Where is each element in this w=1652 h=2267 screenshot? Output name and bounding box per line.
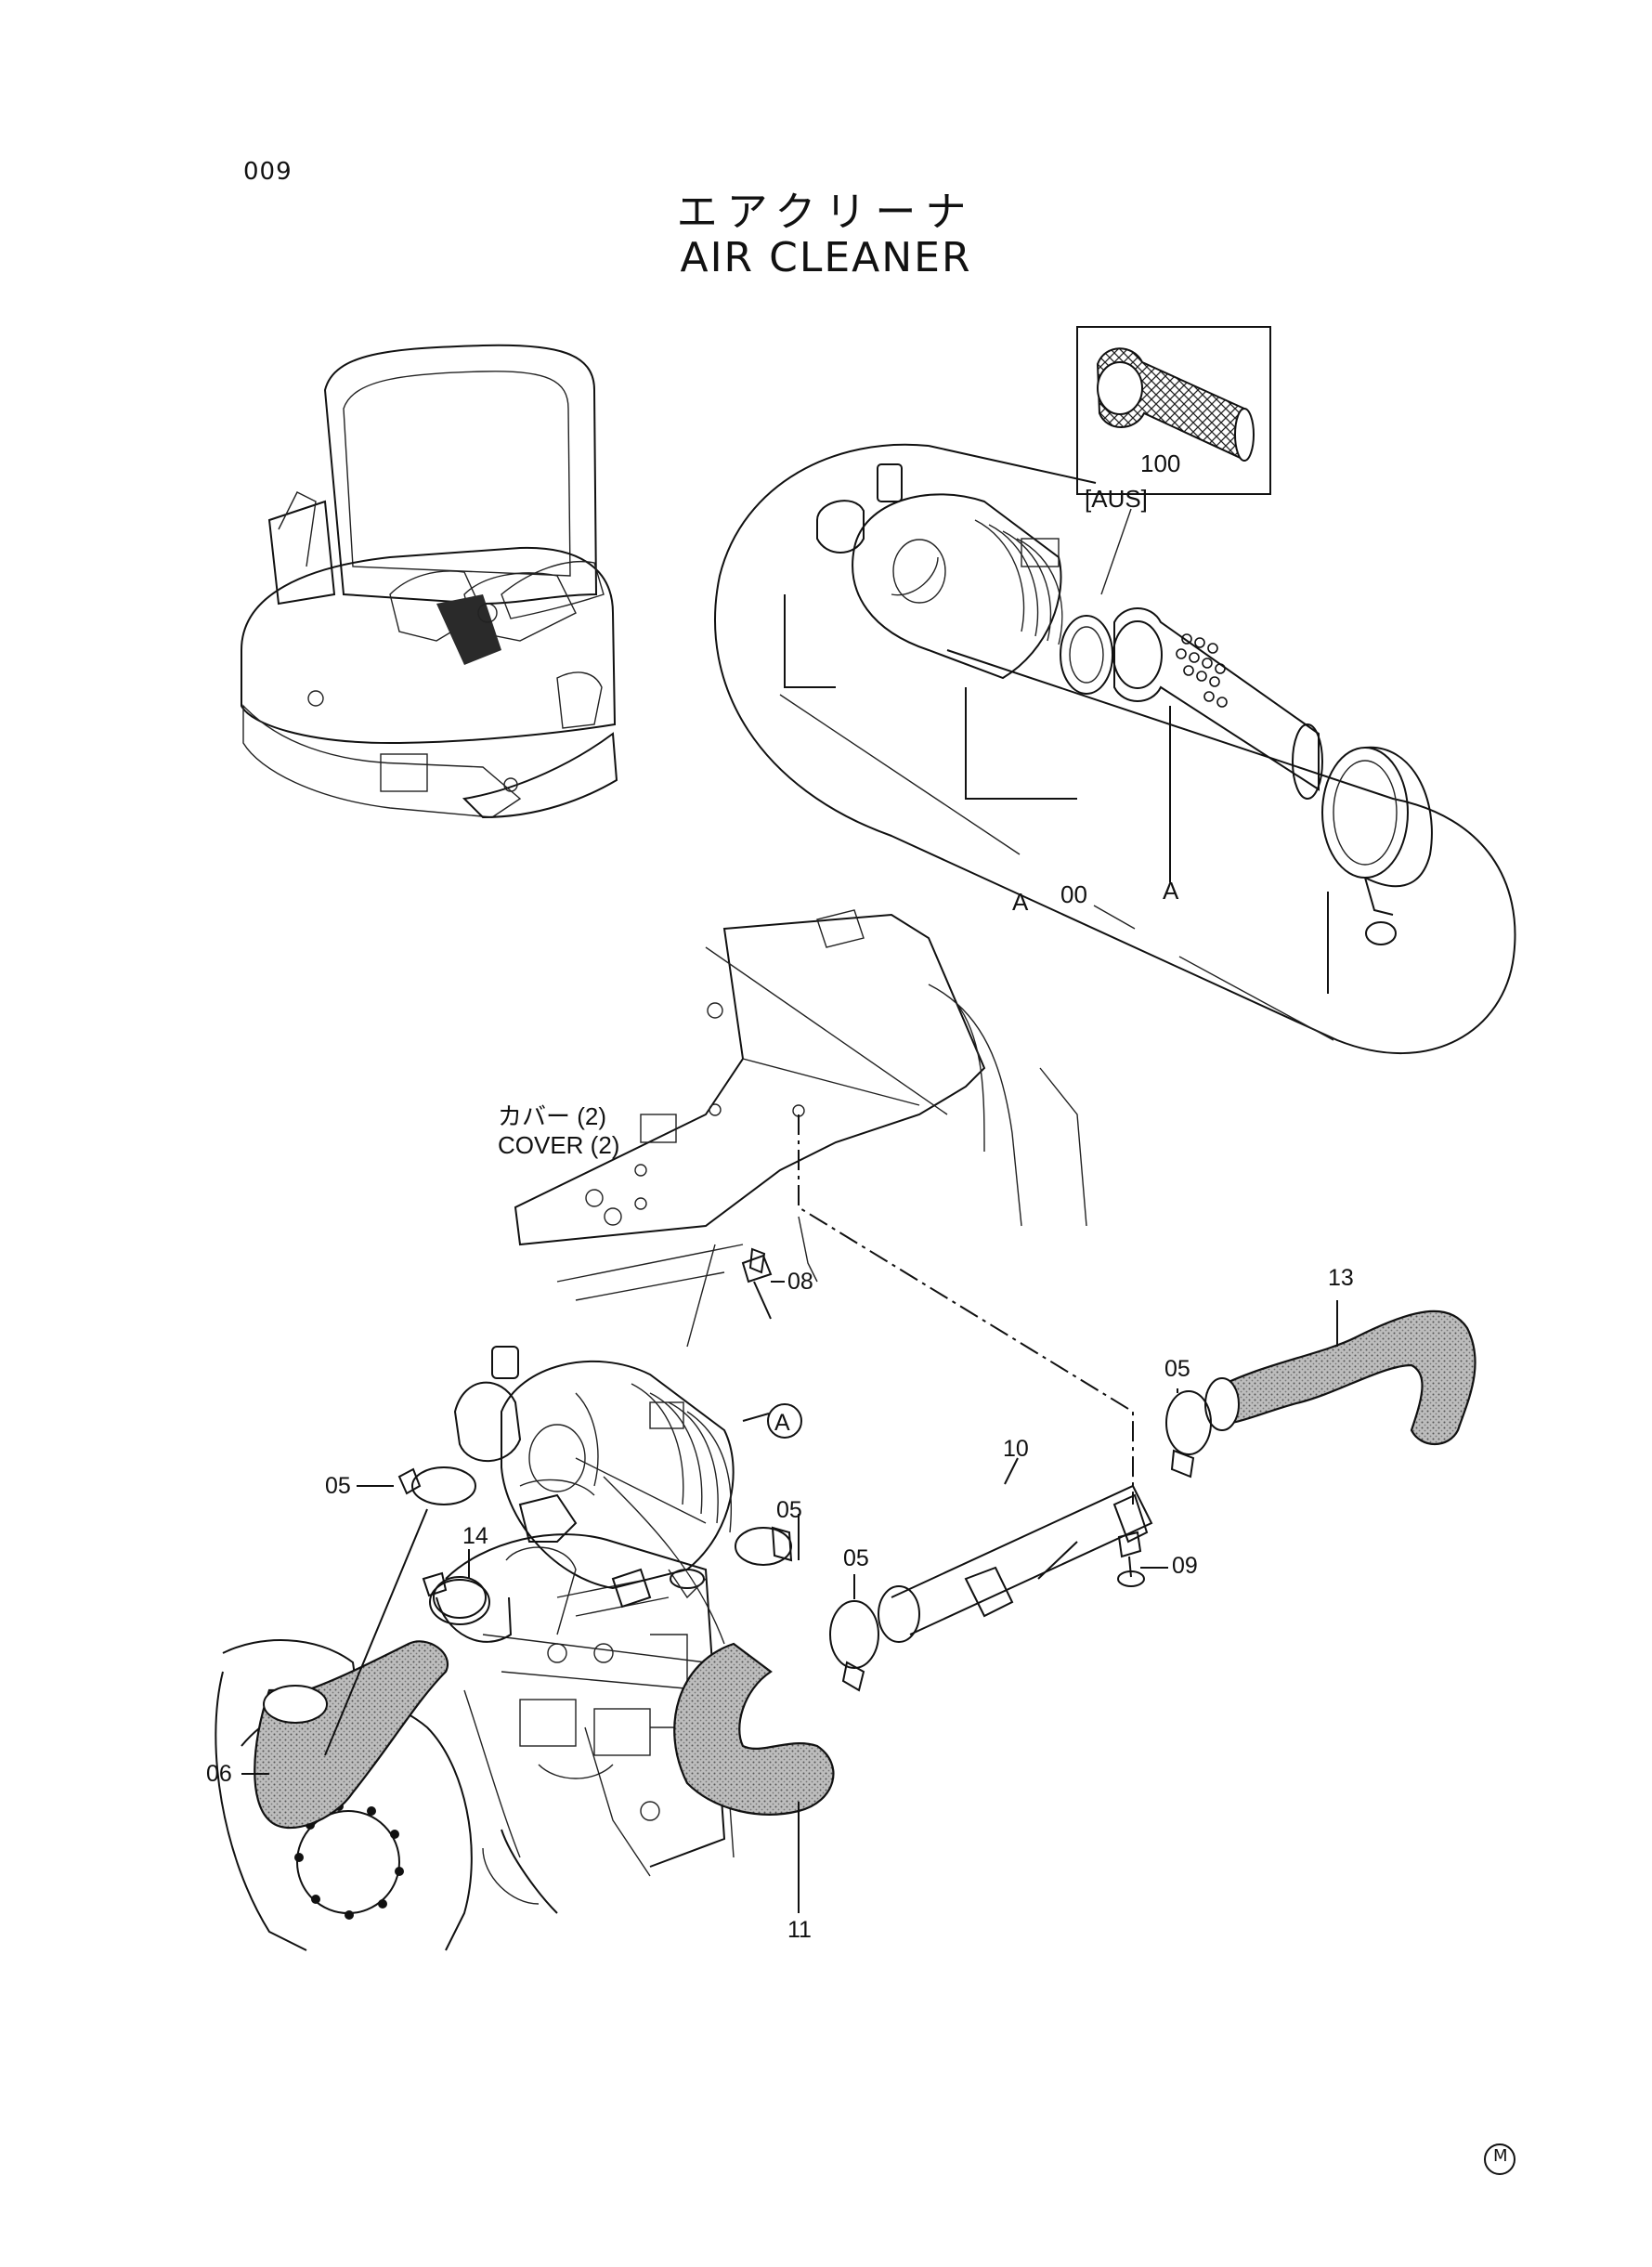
- filter-inset-box: [1076, 326, 1271, 495]
- page-title-jp: エアクリーナ: [676, 189, 976, 236]
- callout-05-low: 05: [843, 1545, 869, 1571]
- hose-clamps: [397, 1390, 1212, 1692]
- callout-05-right: 05: [1164, 1356, 1190, 1382]
- callout-cover-jp: カバー (2): [498, 1102, 607, 1130]
- callout-08: 08: [787, 1269, 813, 1295]
- callout-05-left: 05: [325, 1473, 351, 1499]
- callout-00: 00: [1060, 880, 1087, 908]
- callout-10: 10: [1003, 1436, 1029, 1462]
- callout-14: 14: [462, 1523, 488, 1549]
- clamp-05-low: [829, 1600, 879, 1669]
- clamp-14: [429, 1579, 490, 1625]
- callout-06: 06: [206, 1761, 232, 1787]
- clamp-05-right: [1165, 1390, 1212, 1455]
- callout-100: 100: [1140, 449, 1181, 477]
- hoses: [254, 1309, 1476, 1830]
- bolt-09: [1117, 1531, 1142, 1558]
- callout-a-right: A: [1163, 877, 1179, 905]
- detail-a-inset: [714, 326, 1516, 1055]
- callout-aus: [AUS]: [1085, 485, 1148, 513]
- callout-11: 11: [787, 1917, 812, 1943]
- page-number: 009: [243, 158, 293, 186]
- bolts: [741, 1254, 1145, 1587]
- clamp-05-mid: [735, 1527, 792, 1566]
- bolt-08: [741, 1254, 773, 1283]
- hose-11: [673, 1642, 835, 1816]
- callout-13: 13: [1328, 1265, 1354, 1291]
- copyright-mark: M: [1493, 2146, 1508, 2166]
- copyright-mark-circle: [1484, 2143, 1515, 2175]
- page-title-en: AIR CLEANER: [680, 234, 972, 281]
- hose-13: [1205, 1309, 1476, 1445]
- leader-lines: [241, 1114, 1338, 1913]
- pipe-10: [891, 1484, 1153, 1635]
- callout-a-left: A: [1012, 888, 1029, 916]
- detail-a-callout-circle: [767, 1403, 802, 1439]
- callout-05-mid: 05: [776, 1497, 802, 1523]
- machine-overview-illustration: [241, 344, 618, 819]
- callout-09: 09: [1172, 1553, 1198, 1579]
- clamp-05-left: [411, 1466, 476, 1505]
- callout-cover-en: COVER (2): [498, 1131, 620, 1159]
- hose-06: [254, 1640, 449, 1830]
- callout-a-ref: A: [774, 1410, 790, 1436]
- air-cleaner-assembly: [453, 1346, 735, 1599]
